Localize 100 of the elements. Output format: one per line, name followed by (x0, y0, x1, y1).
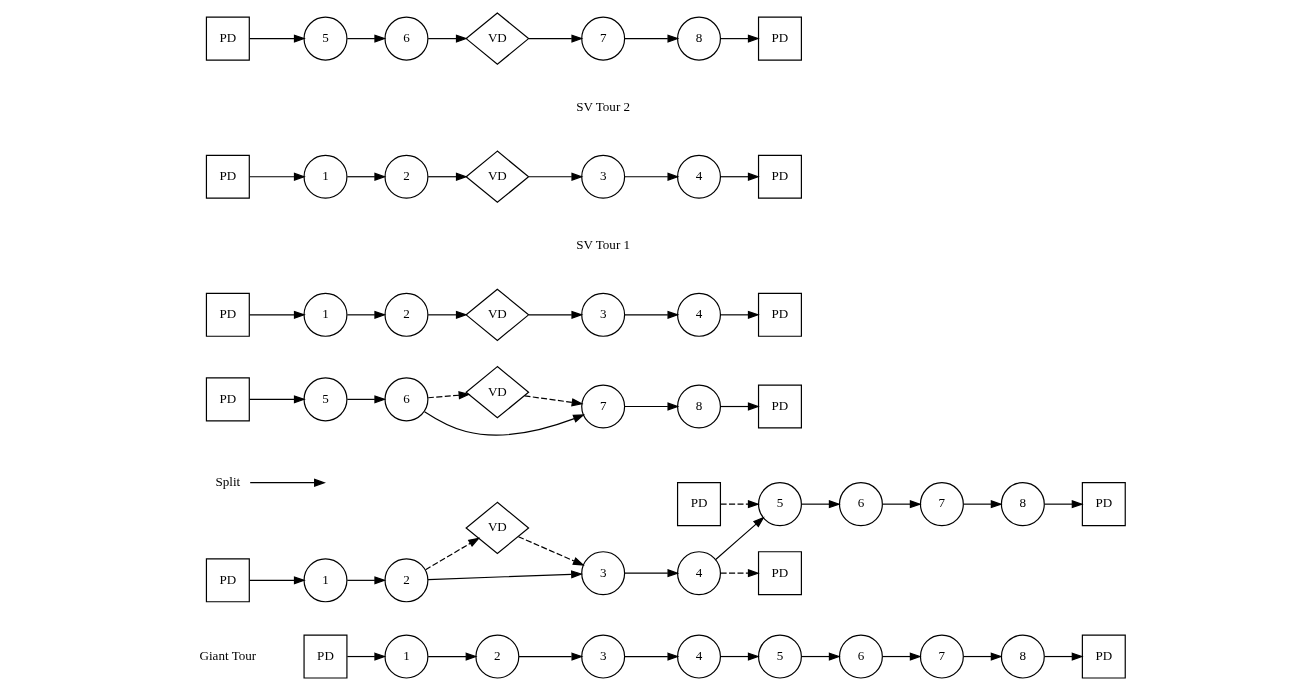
arrow (962, 499, 1003, 509)
label: SV Tour 2 (575, 99, 630, 115)
label: SV Tour 1 (575, 237, 630, 253)
arrow (346, 652, 386, 661)
arrow (424, 537, 480, 571)
node-box: PD (757, 292, 802, 337)
arrow (517, 536, 585, 566)
arrow (427, 391, 470, 400)
arrow (800, 652, 841, 661)
label: Giant Tour (199, 647, 256, 663)
arrow (623, 652, 679, 661)
node-circle: 5 (757, 482, 802, 527)
node-circle: 2 (383, 154, 428, 199)
node-circle: 4 (676, 154, 721, 199)
node-circle: 3 (580, 292, 625, 337)
node-circle: 6 (838, 634, 883, 679)
node-circle: 8 (676, 384, 721, 429)
arrow (719, 499, 760, 509)
node-box: PD (205, 292, 250, 337)
node-circle: 3 (580, 154, 625, 199)
arrow (423, 411, 585, 436)
node-circle: 4 (676, 292, 721, 337)
node-circle: 1 (302, 558, 347, 603)
arrow (248, 34, 306, 43)
arrow (248, 172, 306, 181)
arrow (1043, 499, 1084, 509)
node-circle: 6 (383, 377, 428, 422)
arrow (881, 499, 922, 509)
node-diamond: VD (464, 12, 529, 65)
node-circle: 3 (580, 551, 625, 596)
arrow (346, 395, 386, 404)
arrow (426, 570, 583, 581)
node-circle: 2 (383, 558, 428, 603)
node-diamond: VD (464, 150, 529, 204)
arrow (1043, 652, 1084, 661)
node-circle: 7 (919, 634, 964, 679)
node-circle: 6 (383, 16, 428, 61)
node-box: PD (757, 551, 802, 596)
node-box: PD (205, 16, 250, 61)
node-circle: 2 (383, 292, 428, 337)
arrow (248, 576, 306, 585)
node-box: PD (1081, 634, 1126, 679)
node-diamond: VD (464, 288, 529, 342)
arrow (719, 34, 760, 43)
node-circle: 5 (757, 634, 802, 679)
node-circle: 8 (1000, 482, 1045, 527)
arrow (527, 310, 583, 319)
node-circle: 1 (383, 634, 428, 679)
node-circle: 7 (919, 482, 964, 527)
arrow (427, 34, 468, 43)
node-box: PD (757, 384, 802, 429)
node-circle: 8 (1000, 634, 1045, 679)
arrow (719, 652, 760, 661)
node-circle: 5 (302, 16, 347, 61)
arrow (427, 310, 468, 319)
node-circle: 6 (838, 482, 883, 527)
arrow (881, 652, 922, 661)
node-box: PD (205, 377, 250, 422)
node-box: PD (676, 482, 721, 527)
arrow (962, 652, 1003, 661)
arrow (527, 172, 583, 181)
node-box: PD (205, 558, 250, 603)
arrow (719, 310, 760, 319)
node-circle: 7 (580, 16, 625, 61)
arrow (346, 172, 386, 181)
arrow (719, 569, 760, 578)
node-box: PD (757, 154, 802, 199)
arrow (248, 395, 306, 404)
node-circle: 3 (580, 634, 625, 679)
node-diamond: VD (464, 365, 529, 419)
arrow (623, 402, 679, 411)
node-circle: 1 (302, 154, 347, 199)
arrow (623, 569, 679, 578)
arrow (427, 172, 468, 181)
node-box: PD (757, 16, 802, 61)
arrow (346, 310, 386, 319)
arrow (527, 34, 583, 43)
arrow (719, 402, 760, 411)
node-circle: 4 (676, 634, 721, 679)
node-circle: 7 (580, 384, 625, 429)
arrow (800, 499, 841, 509)
arrow (623, 34, 679, 43)
node-circle: 4 (676, 551, 721, 596)
arrow (517, 652, 583, 661)
node-circle: 1 (302, 292, 347, 337)
node-circle: 5 (302, 377, 347, 422)
arrow (249, 478, 326, 487)
arrow (719, 172, 760, 181)
arrow (623, 310, 679, 319)
arrow (248, 310, 306, 319)
node-circle: 8 (676, 16, 721, 61)
node-text: Split (215, 474, 240, 490)
node-box: PD (1081, 482, 1126, 527)
node-circle: 2 (474, 634, 519, 679)
node-box: PD (205, 154, 250, 199)
arrow (523, 395, 584, 407)
arrow (623, 172, 679, 181)
arrow (427, 652, 478, 661)
arrow (346, 576, 386, 585)
arrow (714, 516, 765, 561)
